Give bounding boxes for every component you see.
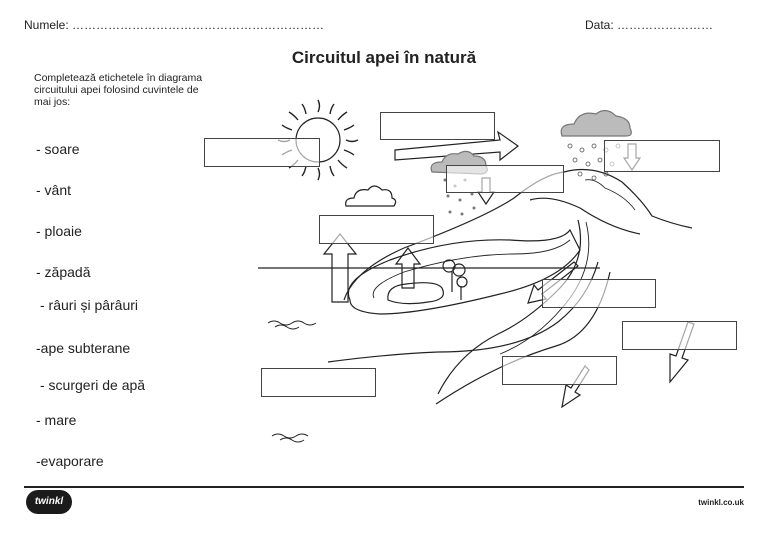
label-box-7[interactable] xyxy=(622,321,737,350)
evaporation-arrow-icon xyxy=(322,233,358,303)
label-box-4[interactable] xyxy=(604,140,720,172)
runoff-arrow-icon xyxy=(527,261,579,304)
word-soare: - soare xyxy=(36,141,80,157)
worksheet-title: Circuitul apei în natură xyxy=(291,48,477,67)
label-box-9[interactable] xyxy=(502,356,617,385)
footer-divider xyxy=(24,486,744,488)
name-field[interactable]: Numele: ……………………………………………………… xyxy=(24,18,324,32)
label-box-8[interactable] xyxy=(261,368,376,397)
sea-waves-icon xyxy=(267,320,317,443)
label-box-1[interactable] xyxy=(204,138,320,167)
date-label: Data: xyxy=(585,18,618,32)
evaporation-arrow-icon xyxy=(394,247,422,289)
site-url: twinkl.co.uk xyxy=(698,498,744,507)
name-dots: ……………………………………………………… xyxy=(72,18,325,32)
word-rauri: - râuri și pârâuri xyxy=(40,297,139,313)
name-label: Numele: xyxy=(24,18,73,32)
tree-icon xyxy=(442,259,468,300)
word-evaporare: -evaporare xyxy=(36,453,104,469)
label-box-2[interactable] xyxy=(380,112,495,140)
snow-cloud-icon xyxy=(560,109,632,137)
word-vant: - vânt xyxy=(36,182,72,198)
word-ape-subterane: -ape subterane xyxy=(36,340,131,356)
word-zapada: - zăpadă xyxy=(36,264,91,280)
label-box-5[interactable] xyxy=(319,215,434,244)
date-field[interactable]: Data: …………………… xyxy=(585,18,713,32)
cloud-icon xyxy=(345,185,397,207)
instructions: Completează etichetele în diagrama circu… xyxy=(34,72,203,108)
label-box-6[interactable] xyxy=(542,279,656,308)
word-ploaie: - ploaie xyxy=(36,223,82,239)
date-dots: …………………… xyxy=(617,18,714,32)
twinkl-logo: twinkl xyxy=(26,490,72,514)
wind-arrow-icon xyxy=(394,130,520,162)
word-mare: - mare xyxy=(36,412,77,428)
word-scurgeri: - scurgeri de apă xyxy=(40,377,146,393)
label-box-3[interactable] xyxy=(446,165,564,193)
